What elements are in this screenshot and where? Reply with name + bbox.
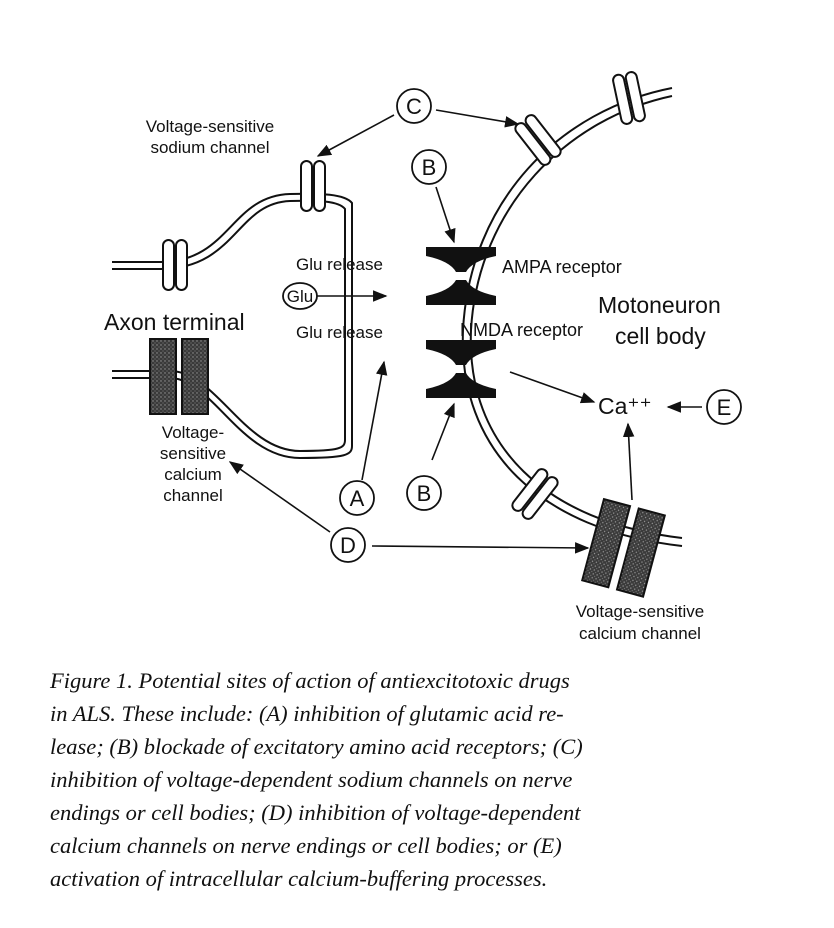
caption-line: Figure 1. Potential sites of action of a…: [50, 668, 570, 693]
label-glu-release-top: Glu release: [296, 255, 383, 274]
arrow-channel-to-ca: [622, 422, 635, 501]
label-voltage-calcium-right-2: calcium channel: [579, 624, 701, 643]
diagram: C B B A D E Glu Voltage-sensitive sodium…: [104, 71, 742, 643]
arrow-b-to-nmda: [431, 402, 455, 461]
sodium-channel: [300, 160, 326, 212]
arrow-c-to-sodium-left: [316, 114, 395, 157]
label-motoneuron: Motoneuron: [598, 292, 721, 318]
axon-terminal-membrane: [112, 192, 353, 460]
marker-e: E: [706, 389, 742, 425]
label-voltage-sodium-2: sodium channel: [150, 138, 269, 157]
caption-line: activation of intracellular calcium-buff…: [50, 866, 548, 891]
caption-line: calcium channels on nerve endings or cel…: [50, 833, 562, 858]
arrow-b-to-ampa: [435, 186, 456, 244]
glu-molecule: Glu: [282, 282, 318, 310]
caption-line: endings or cell bodies; (D) inhibition o…: [50, 800, 581, 825]
calcium-channel: [149, 338, 209, 415]
svg-text:Glu: Glu: [287, 287, 313, 306]
label-voltage-calcium-left-2: sensitive: [160, 444, 226, 463]
label-cell-body: cell body: [615, 323, 706, 349]
caption-line: lease; (B) blockade of excitatory amino …: [50, 734, 583, 759]
arrow-d-to-left-channel: [228, 461, 331, 533]
label-ampa-receptor: AMPA receptor: [502, 257, 622, 277]
marker-a: A: [339, 480, 375, 516]
motoneuron-membrane: [461, 87, 683, 547]
arrow-c-to-sodium-right: [435, 109, 520, 128]
caption-line: inhibition of voltage-dependent sodium c…: [50, 767, 573, 792]
calcium-channel: [580, 497, 667, 598]
svg-text:B: B: [417, 481, 432, 506]
svg-text:B: B: [422, 155, 437, 180]
sodium-channel: [162, 239, 188, 291]
sodium-channel: [514, 114, 562, 166]
arrow-nmda-to-ca: [509, 371, 596, 404]
marker-d: D: [330, 527, 366, 563]
marker-b-top: B: [411, 149, 447, 185]
arrows: [228, 109, 702, 554]
label-glu-release-bottom: Glu release: [296, 323, 383, 342]
marker-c: C: [396, 88, 432, 124]
ampa-receptor: [426, 247, 496, 305]
svg-text:A: A: [350, 486, 365, 511]
svg-text:D: D: [340, 533, 356, 558]
arrow-d-to-right-channel: [371, 542, 590, 554]
label-voltage-sodium-1: Voltage-sensitive: [146, 117, 275, 136]
sodium-channel: [511, 468, 559, 520]
figure-caption: Figure 1. Potential sites of action of a…: [50, 664, 790, 895]
label-nmda-receptor: NMDA receptor: [460, 320, 583, 340]
label-voltage-calcium-left-1: Voltage-: [162, 423, 224, 442]
label-voltage-calcium-right-1: Voltage-sensitive: [576, 602, 705, 621]
nmda-receptor: [426, 340, 496, 398]
caption-line: in ALS. These include: (A) inhibition of…: [50, 701, 564, 726]
label-voltage-calcium-left-4: channel: [163, 486, 223, 505]
svg-text:C: C: [406, 94, 422, 119]
label-ca: Ca⁺⁺: [598, 393, 652, 419]
arrow-a-to-release: [361, 360, 388, 481]
marker-b-bottom: B: [406, 475, 442, 511]
svg-text:E: E: [717, 395, 732, 420]
label-axon-terminal: Axon terminal: [104, 309, 245, 335]
sodium-channel: [612, 71, 646, 125]
label-voltage-calcium-left-3: calcium: [164, 465, 222, 484]
